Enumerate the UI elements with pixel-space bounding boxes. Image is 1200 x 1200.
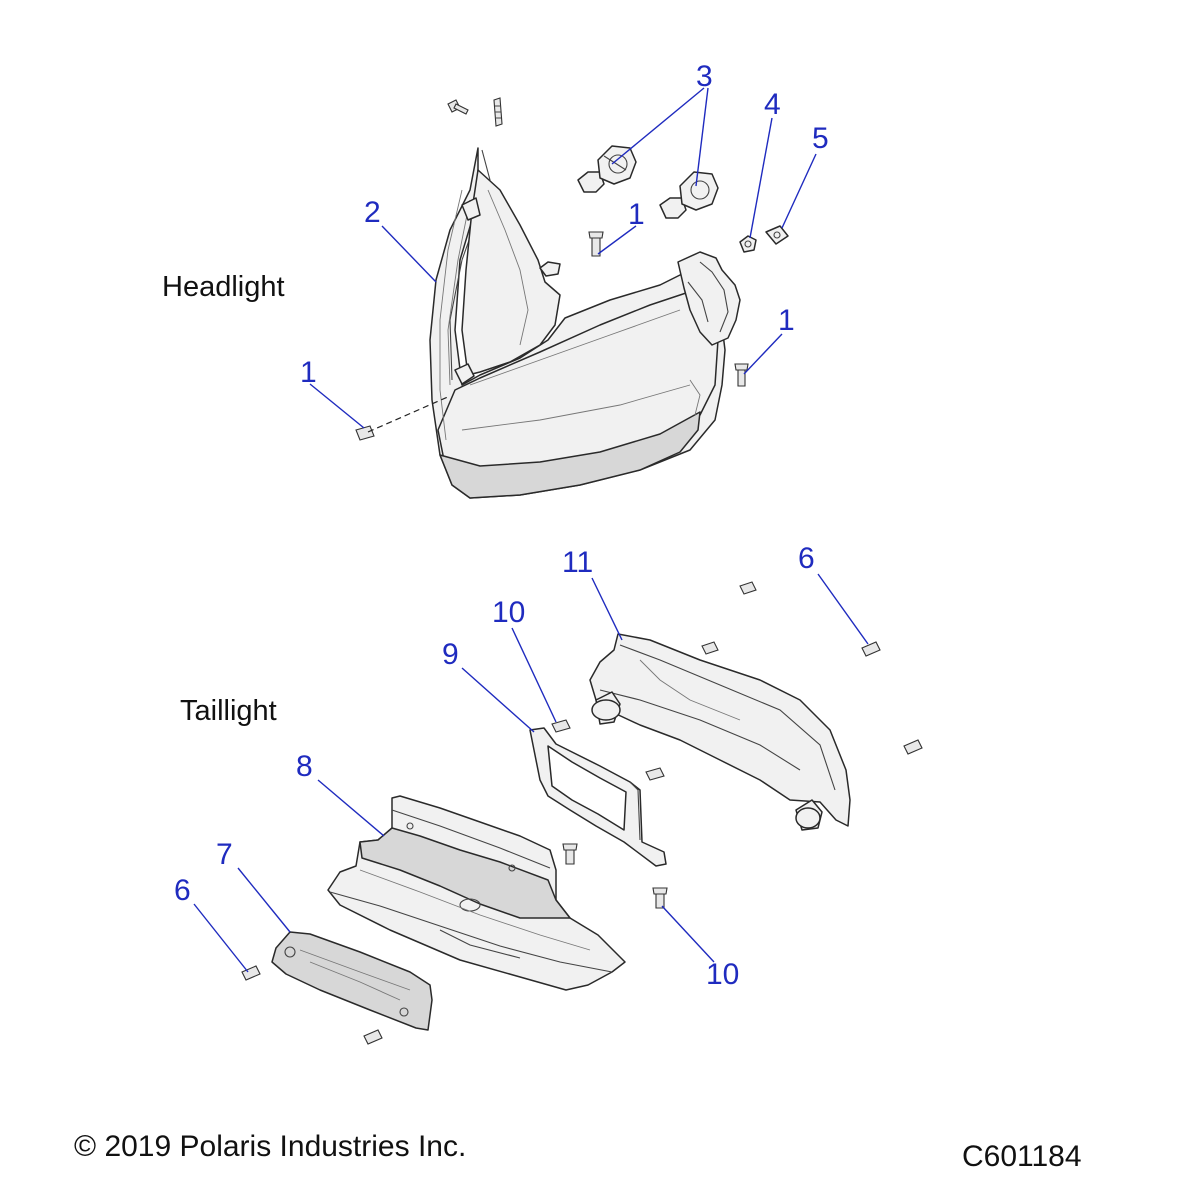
- callout-4: 4: [764, 88, 781, 121]
- screw-tail-8: [652, 887, 668, 909]
- install-line: [367, 395, 451, 433]
- headlight-lower-band: [439, 411, 701, 499]
- callout-5: 5: [812, 122, 829, 155]
- push-pin-top: [493, 97, 503, 127]
- callout-10-top: 10: [492, 596, 525, 629]
- headlight-bulb-1: [577, 145, 637, 193]
- taillight-housing-panel: [589, 633, 851, 831]
- screw-tail-4: [903, 739, 923, 755]
- screw-headlight-left: [355, 425, 375, 441]
- callout-3: 3: [696, 60, 713, 93]
- diagram-code: C601184: [962, 1140, 1082, 1173]
- reflector-lens: [271, 931, 433, 1031]
- headlight-reflector: [461, 169, 561, 376]
- screw-tail-5: [551, 719, 571, 733]
- callout-11: 11: [562, 546, 593, 579]
- callout-2: 2: [364, 196, 381, 229]
- callout-8: 8: [296, 750, 313, 783]
- screw-tail-9: [241, 965, 261, 981]
- screw-tail-10: [363, 1029, 383, 1045]
- taillight-section-label: Taillight: [180, 695, 277, 727]
- headlight-section-label: Headlight: [162, 271, 285, 303]
- screw-tail-1: [739, 581, 757, 595]
- callout-1-center: 1: [628, 198, 645, 231]
- leader-lines: [193, 87, 869, 973]
- screw-headlight-center: [588, 231, 604, 257]
- callout-9: 9: [442, 638, 459, 671]
- callout-1-right: 1: [778, 304, 795, 337]
- screw-headlight-right: [734, 363, 749, 387]
- speed-nut: [765, 225, 789, 245]
- screw-tail-2: [701, 641, 719, 655]
- grommet: [739, 235, 757, 253]
- headlight-assembly: [429, 147, 741, 499]
- screw-top-1: [447, 99, 469, 115]
- screw-tail-7: [562, 843, 578, 865]
- taillight-bracket: [529, 727, 667, 867]
- screw-tail-3: [861, 641, 881, 657]
- taillight-mount: [327, 795, 626, 991]
- callout-6-left: 6: [174, 874, 191, 907]
- callout-7: 7: [216, 838, 233, 871]
- callout-1-left: 1: [300, 356, 317, 389]
- copyright-text: © 2019 Polaris Industries Inc.: [74, 1130, 466, 1163]
- callout-6-right: 6: [798, 542, 815, 575]
- callout-10-bottom: 10: [706, 958, 739, 991]
- headlight-bulb-2: [659, 171, 719, 219]
- screw-tail-6: [645, 767, 665, 781]
